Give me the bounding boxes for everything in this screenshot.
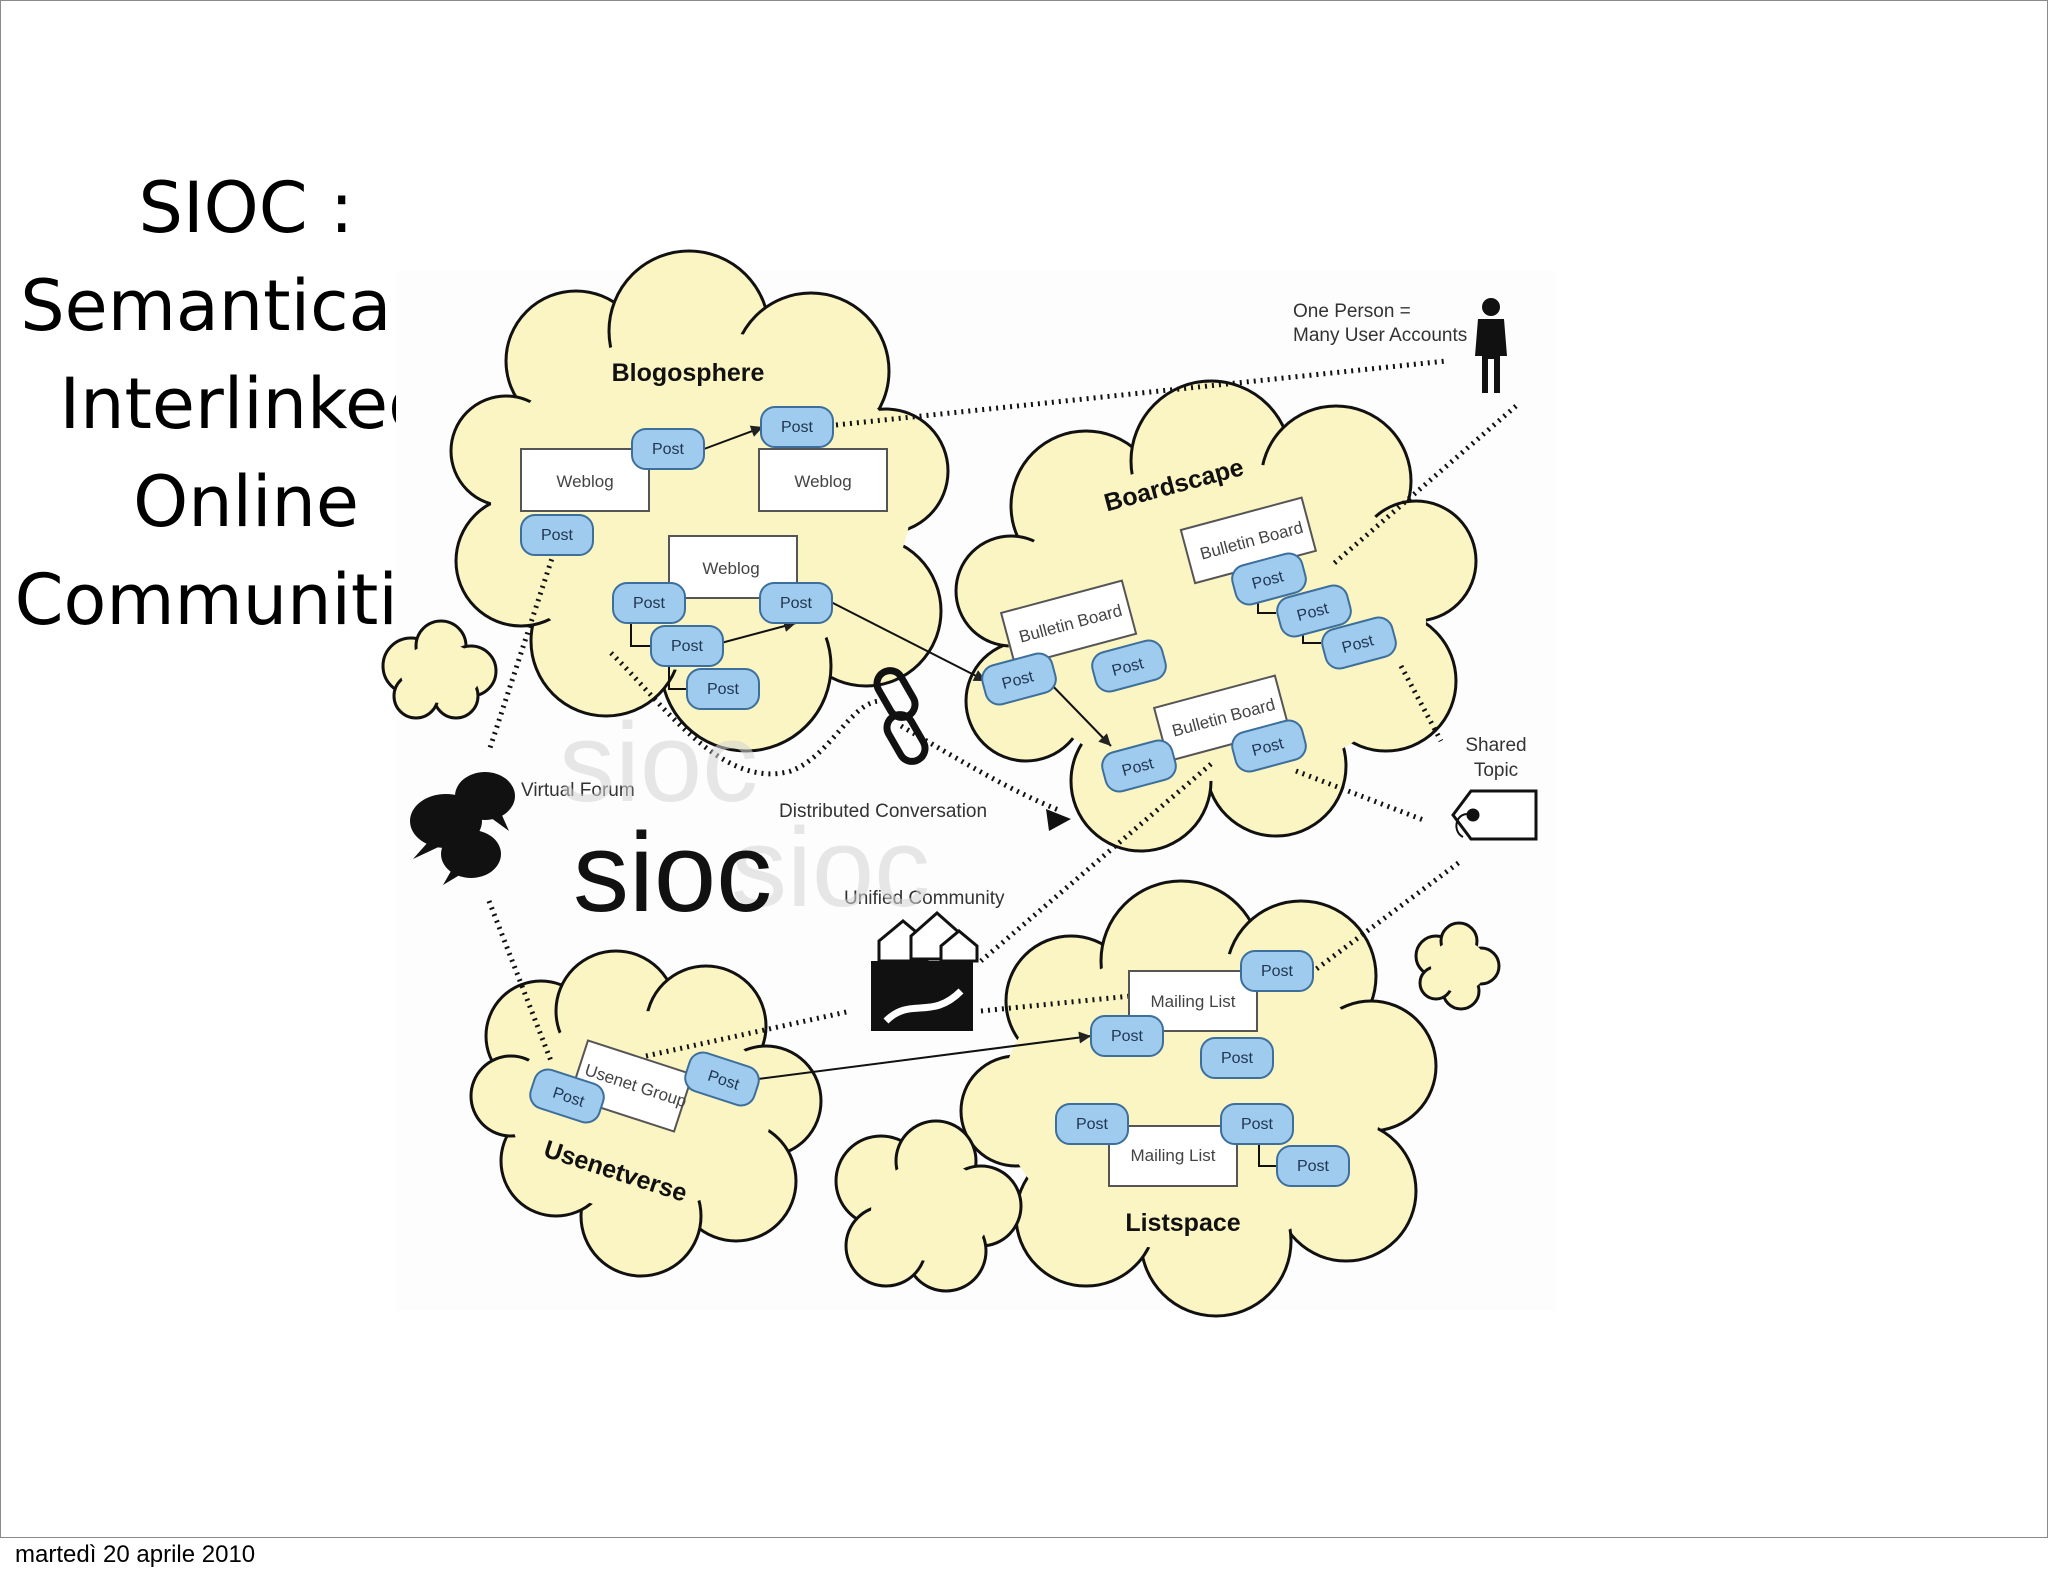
- posts: [520, 406, 1397, 1187]
- post-label: Post: [652, 441, 685, 458]
- mailing-list-label: Mailing List: [1130, 1146, 1215, 1165]
- footer-date: martedì 20 aprile 2010: [15, 1541, 256, 1568]
- title-line: Interlinked: [59, 363, 433, 445]
- post-label: Post: [541, 527, 574, 544]
- sioc-logo-main: sioc: [573, 810, 772, 935]
- sioc-diagram: Weblog Weblog Weblog Bulletin Board Bull…: [381, 249, 1556, 1318]
- post-label: Post: [1111, 1028, 1144, 1045]
- post-node: [1200, 1037, 1274, 1079]
- small-cloud: [834, 1119, 1023, 1293]
- distributed-conversation-label: Distributed Conversation: [779, 801, 987, 822]
- post-node: [1276, 1145, 1350, 1187]
- post-label: Post: [633, 595, 666, 612]
- sioc-logo-faint: sioc: [559, 700, 758, 825]
- post-node: [1220, 1103, 1294, 1145]
- post-node: [650, 625, 724, 667]
- unified-community-label: Unified Community: [844, 888, 1005, 909]
- title-line: Online: [133, 461, 359, 543]
- weblog-label: Weblog: [702, 559, 759, 578]
- container-boxes: [520, 448, 1318, 1187]
- post-label: Post: [707, 681, 740, 698]
- small-cloud: [381, 619, 498, 720]
- one-person-label: One Person =: [1293, 301, 1411, 322]
- sioc-logo-faint: sioc: [731, 805, 930, 930]
- post-node: [684, 1051, 760, 1107]
- mailing-list-label: Mailing List: [1150, 992, 1235, 1011]
- post-node: [612, 582, 686, 624]
- post-label: Post: [1297, 1158, 1330, 1175]
- post-node: [981, 652, 1057, 706]
- post-node: [686, 668, 760, 710]
- weblog-box: [668, 535, 798, 599]
- weblog-box: [520, 448, 650, 512]
- chain-link-icon: [873, 667, 929, 765]
- post-label: Post: [1241, 1116, 1274, 1133]
- bulletin-board-box: [1152, 674, 1291, 763]
- arrowhead-icon: [1046, 809, 1071, 831]
- blogosphere-title: Blogosphere: [612, 359, 765, 387]
- usenet-group-box: [568, 1039, 694, 1133]
- post-node: [1231, 719, 1307, 773]
- shared-topic-label: Shared: [1465, 735, 1526, 756]
- speech-bubbles-icon: [410, 772, 515, 885]
- post-node: [1231, 552, 1307, 606]
- post-label: Post: [781, 419, 814, 436]
- connectors: [486, 358, 1518, 1167]
- tag-icon: [1451, 789, 1538, 841]
- virtual-forum-label: Virtual Forum: [521, 780, 635, 801]
- post-label: Post: [780, 595, 813, 612]
- post-node: [759, 582, 833, 624]
- post-node: [1240, 950, 1314, 992]
- post-node: [1090, 1015, 1164, 1057]
- post-node: [529, 1068, 605, 1124]
- post-node: [520, 514, 594, 556]
- title-line: SIOC :: [138, 167, 354, 249]
- post-node: [1321, 616, 1397, 670]
- houses-icon: [871, 910, 979, 1031]
- post-label: Post: [1076, 1116, 1109, 1133]
- post-label: Post: [1221, 1050, 1254, 1067]
- listspace-title: Listspace: [1125, 1209, 1240, 1237]
- post-node: [760, 406, 834, 448]
- one-person-label: Many User Accounts: [1293, 325, 1467, 346]
- bulletin-board-box: [999, 579, 1138, 668]
- annotations: One Person = Many User Accounts Shared T…: [521, 301, 1527, 909]
- sioc-logo: sioc sioc sioc: [559, 700, 930, 935]
- post-node: [1276, 584, 1352, 638]
- person-icon: [1475, 298, 1507, 393]
- weblog-label: Weblog: [556, 472, 613, 491]
- post-label: Post: [1261, 963, 1294, 980]
- post-node: [1101, 739, 1177, 793]
- post-node: [1091, 639, 1167, 693]
- post-label: Post: [671, 638, 704, 655]
- post-node: [631, 428, 705, 470]
- mailing-list-box: [1108, 1125, 1238, 1187]
- shared-topic-label: Topic: [1474, 760, 1518, 781]
- weblog-label: Weblog: [794, 472, 851, 491]
- weblog-box: [758, 448, 888, 512]
- post-node: [1055, 1103, 1129, 1145]
- small-cloud: [1414, 921, 1501, 1011]
